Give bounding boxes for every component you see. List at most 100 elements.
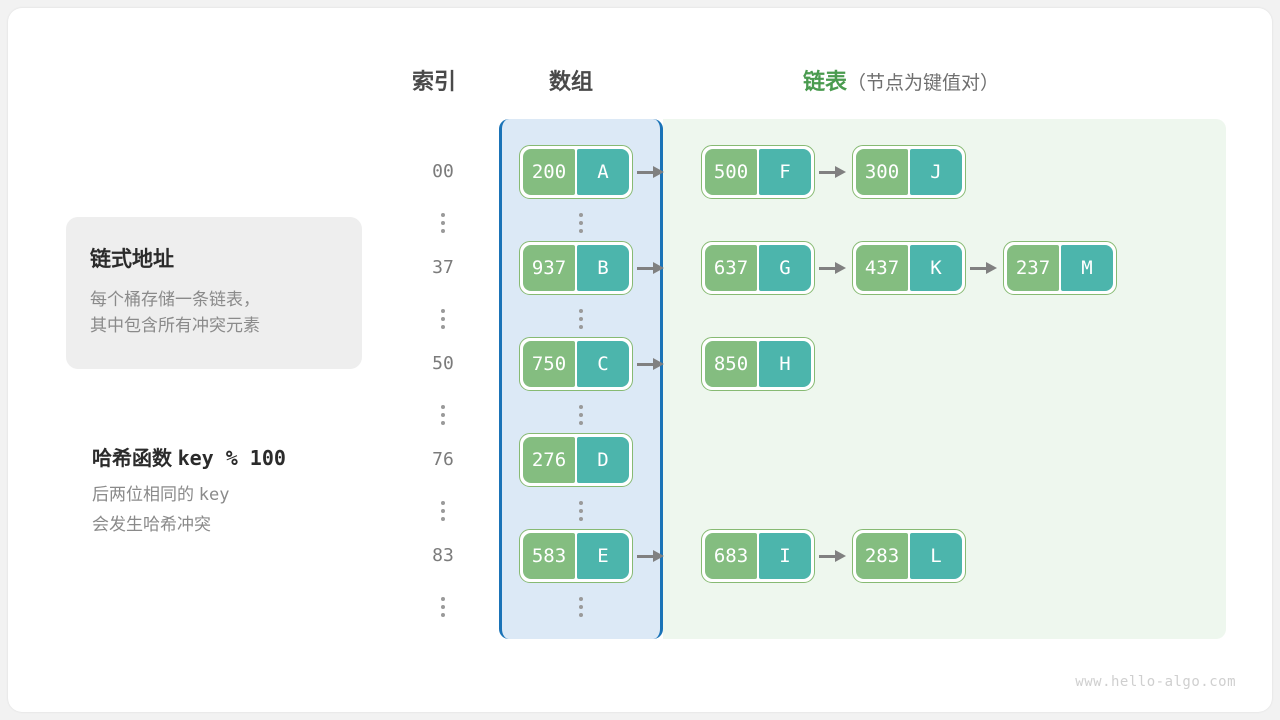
node-value: H [759,341,811,387]
arrow-head [835,166,846,178]
arrow-head [835,550,846,562]
ellipsis-dot [441,213,445,217]
hash-function-title: 哈希函数 key % 100 [92,442,422,471]
chain-arrow [637,358,664,370]
node-key: 276 [523,437,575,483]
index-label: 76 [432,449,454,470]
node-value: B [577,245,629,291]
chaining-info-card: 链式地址 每个桶存储一条链表， 其中包含所有冲突元素 [66,217,362,369]
ellipsis-dot [579,309,583,313]
array-ellipsis [577,597,585,617]
ellipsis-dot [579,605,583,609]
ellipsis-dot [579,517,583,521]
ellipsis-dot [579,597,583,601]
info-card-title: 链式地址 [90,248,174,271]
ellipsis-dot [579,213,583,217]
hash-note-line-1-mono: key [198,485,230,505]
node-key: 683 [705,533,757,579]
chain-arrow [637,550,664,562]
ellipsis-dot [441,509,445,513]
arrow-shaft [637,554,653,558]
node-value: K [910,245,962,291]
hash-note-line-1-label: 后两位相同的 [92,485,194,504]
ellipsis-dot [441,613,445,617]
index-ellipsis [439,309,447,329]
arrow-head [653,262,664,274]
arrow-shaft [637,266,653,270]
watermark: www.hello-algo.com [1075,674,1236,690]
column-header-array: 数组 [549,69,594,94]
column-header-linkedlist: 链表（节点为键值对） [803,64,999,96]
node-key: 583 [523,533,575,579]
index-ellipsis [439,597,447,617]
node-key: 300 [856,149,908,195]
index-label: 37 [432,257,454,278]
node-key: 500 [705,149,757,195]
index-ellipsis [439,501,447,521]
ellipsis-dot [441,501,445,505]
ellipsis-dot [579,221,583,225]
ellipsis-dot [441,517,445,521]
chain-arrow [970,262,997,274]
array-ellipsis [577,405,585,425]
array-ellipsis [577,309,585,329]
ellipsis-dot [579,325,583,329]
node-key: 200 [523,149,575,195]
node-value: E [577,533,629,579]
ellipsis-dot [441,229,445,233]
ellipsis-dot [579,613,583,617]
ellipsis-dot [441,317,445,321]
chain-arrow [637,166,664,178]
hash-function-title-label: 哈希函数 [92,448,172,470]
column-header-linkedlist-sub: （节点为键值对） [847,73,1000,94]
ellipsis-dot [441,221,445,225]
node-value: J [910,149,962,195]
node-value: M [1061,245,1113,291]
ellipsis-dot [441,405,445,409]
ellipsis-dot [441,325,445,329]
arrow-shaft [819,266,835,270]
arrow-head [653,358,664,370]
hash-function-note: 哈希函数 key % 100 后两位相同的 key 会发生哈希冲突 [92,442,422,538]
info-card-line-2: 其中包含所有冲突元素 [90,316,260,336]
array-ellipsis [577,501,585,521]
ellipsis-dot [441,309,445,313]
index-label: 83 [432,545,454,566]
arrow-shaft [637,170,653,174]
node-value: A [577,149,629,195]
ellipsis-dot [441,421,445,425]
column-header-linkedlist-main: 链表 [803,69,848,94]
node-key: 750 [523,341,575,387]
node-key: 637 [705,245,757,291]
arrow-head [986,262,997,274]
chain-arrow [819,262,846,274]
ellipsis-dot [579,421,583,425]
chain-arrow [819,550,846,562]
index-label: 50 [432,353,454,374]
node-value: I [759,533,811,579]
arrow-shaft [970,266,986,270]
column-header-index: 索引 [412,69,457,94]
ellipsis-dot [441,605,445,609]
node-key: 283 [856,533,908,579]
hash-note-line-2: 会发生哈希冲突 [92,515,211,535]
ellipsis-dot [579,229,583,233]
node-key: 237 [1007,245,1059,291]
arrow-shaft [637,362,653,366]
node-value: D [577,437,629,483]
ellipsis-dot [579,501,583,505]
node-key: 437 [856,245,908,291]
node-value: L [910,533,962,579]
node-key: 937 [523,245,575,291]
